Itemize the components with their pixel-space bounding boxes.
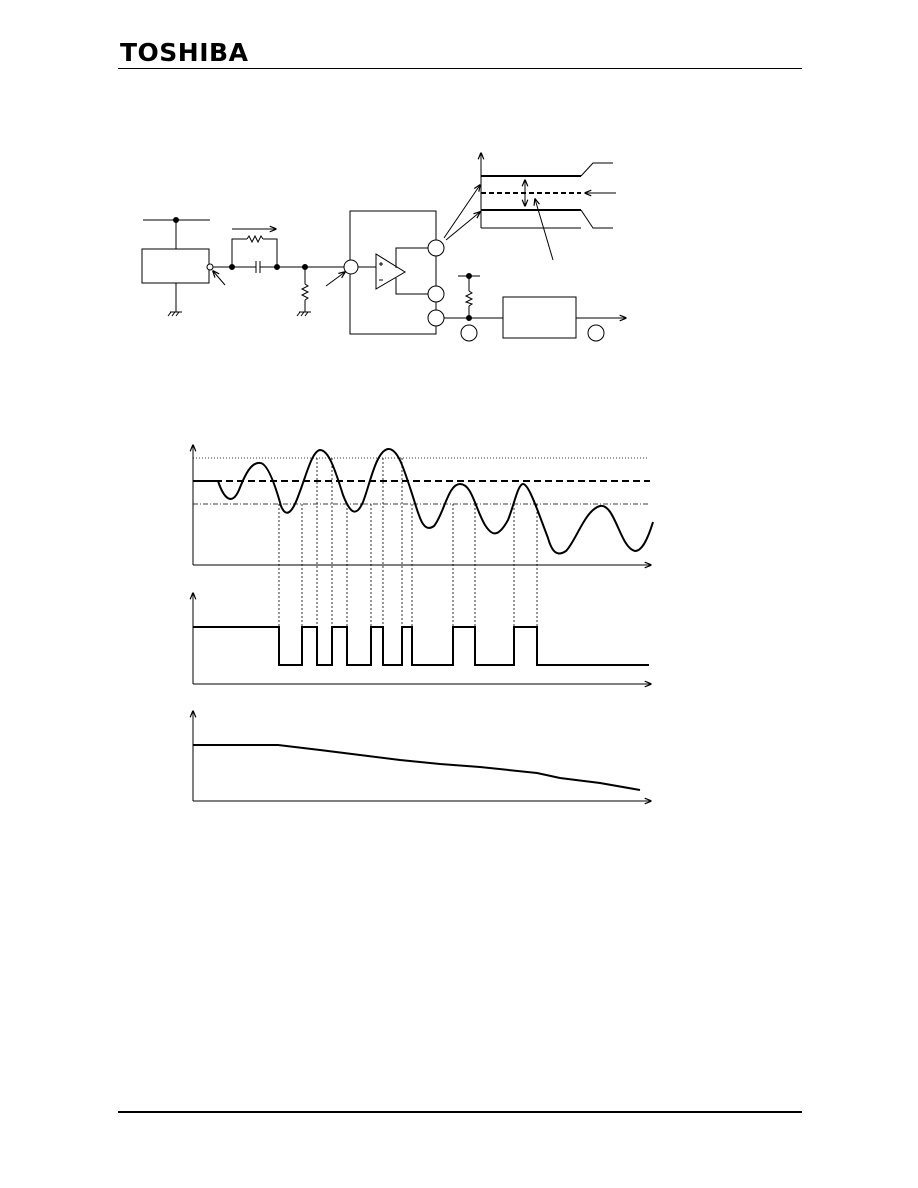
threshold-wire-upper <box>396 248 436 268</box>
output-marker-b <box>588 325 604 341</box>
threshold-inset <box>481 153 616 260</box>
circuit-schematic <box>142 153 626 341</box>
comparator-output-plot <box>193 593 651 684</box>
ic-input-pointer <box>326 272 345 286</box>
output-marker-a <box>461 325 477 341</box>
bias-resistor-icon <box>302 284 308 300</box>
toshiba-logo: TOSHIBA <box>120 38 249 67</box>
header-rule <box>118 68 802 69</box>
filter-block <box>503 297 576 338</box>
hysteresis-leader <box>535 199 553 260</box>
ic-pin-threshold-high <box>428 240 444 256</box>
transition-guide-lines <box>279 458 537 665</box>
lower-threshold-leader <box>581 210 613 228</box>
plot1-input-waveform <box>193 449 653 554</box>
plot3-filtered-curve <box>193 745 640 790</box>
comparator-symbol <box>376 254 405 289</box>
filtered-output-plot <box>193 711 651 801</box>
bypass-wire-left <box>232 239 247 267</box>
sensor-output-pointer <box>213 271 225 285</box>
sensor-output-terminal <box>207 264 213 270</box>
sensor-ground-icon <box>168 312 182 316</box>
pointer-to-lower-threshold <box>446 212 480 240</box>
threshold-wire-lower <box>396 278 436 294</box>
plot2-pulse-train <box>193 627 649 665</box>
upper-threshold-leader <box>581 163 613 176</box>
timing-diagrams <box>193 445 653 801</box>
pointer-to-upper-threshold <box>444 185 480 238</box>
ic-input-pin <box>344 260 358 274</box>
input-signal-plot <box>193 445 653 565</box>
ic-package <box>350 211 436 334</box>
ic-output-pin <box>428 310 444 326</box>
bypass-resistor-icon <box>247 236 263 242</box>
bias-ground-icon <box>297 312 311 316</box>
footer-rule <box>118 1111 802 1113</box>
pullup-resistor-icon <box>466 291 472 306</box>
ic-pin-threshold-low <box>428 286 444 302</box>
sensor-block <box>142 249 209 283</box>
bypass-wire-right <box>263 239 277 267</box>
